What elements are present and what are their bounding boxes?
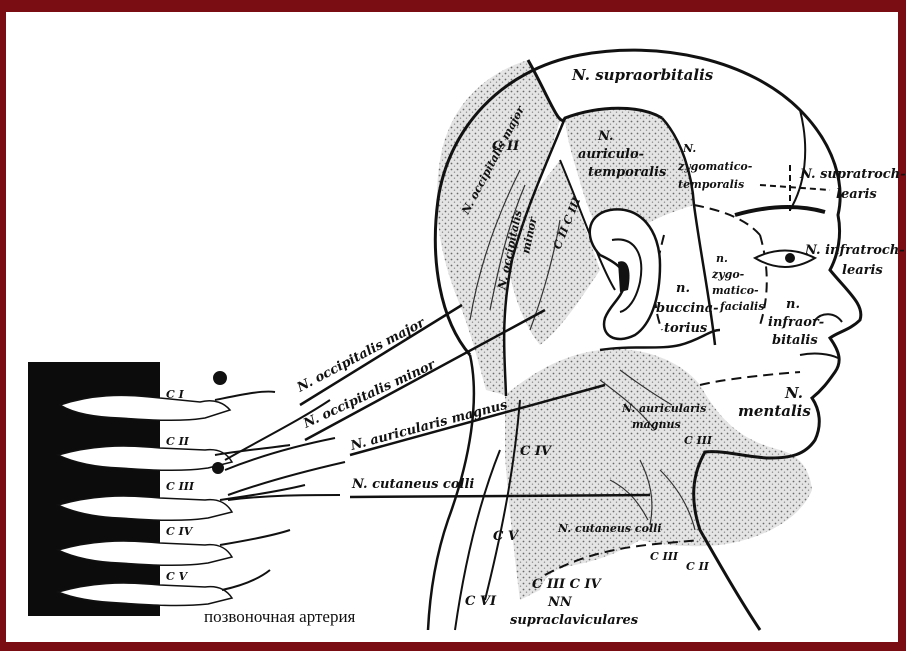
vertebra-label-c5: C V <box>166 570 189 583</box>
pupil <box>785 253 795 263</box>
label-c5-zone: C V <box>493 529 520 544</box>
vertebra-label-c2: C II <box>166 435 190 448</box>
neck-back-outline <box>428 355 474 630</box>
label-cutaneus-colli-zone: N. cutaneus colli <box>557 522 662 535</box>
artery-caption: позвоночная артерия <box>204 607 356 626</box>
mouth <box>800 354 838 358</box>
label-c6-zone: C VI <box>465 594 497 609</box>
label-c4-zone: C IV <box>520 444 553 459</box>
label-mentalis: N. mentalis <box>738 384 811 420</box>
eyebrow <box>735 207 825 215</box>
vertebra-label-c3: C III <box>166 480 195 493</box>
label-c2-zone: C II <box>492 139 520 154</box>
label-infratrochlearis: N. infratroch- learis <box>804 243 906 278</box>
leader-label-auricularis: N. auricularis magnus <box>348 397 510 454</box>
border-forehead-mid <box>790 110 805 210</box>
label-cutaneus-colli-c: C III C II <box>650 550 710 573</box>
label-supraorbitalis: N. supraorbitalis <box>571 66 714 84</box>
label-supratrochlearis: N. supratroch- learis <box>799 167 906 202</box>
vertebra-label-c4: C IV <box>166 525 194 538</box>
leader-label-cutaneus: N. cutaneus colli <box>351 477 474 492</box>
label-zygomaticotemporalis: N. zygomatico- temporalis <box>677 142 756 191</box>
label-infraorbitalis: n. infraor- bitalis <box>768 297 829 348</box>
vertebra-label-c1: C I <box>166 388 185 401</box>
